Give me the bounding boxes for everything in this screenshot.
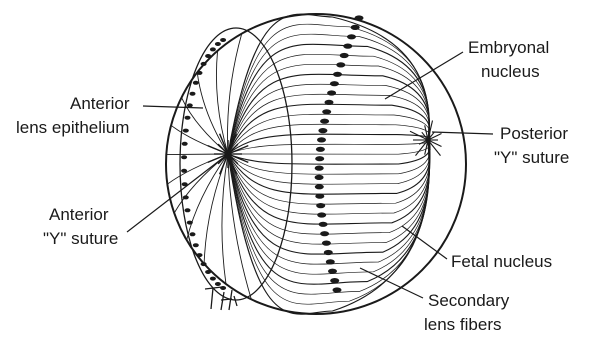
bow-nucleus (333, 287, 342, 292)
epithelium-cell (193, 81, 199, 85)
bow-nucleus (328, 269, 337, 274)
epithelium-cell (185, 116, 191, 120)
bow-nucleus (324, 250, 333, 255)
lens-fiber (228, 140, 430, 214)
epithelium-cell (201, 262, 207, 266)
leader-fetal-nucleus (402, 226, 447, 259)
bow-nucleus (336, 62, 345, 67)
epithelium-cell (197, 253, 203, 257)
bow-nucleus (320, 119, 329, 124)
bow-nucleus (330, 81, 339, 86)
epithelium-cell (193, 243, 199, 247)
epithelium-cell (187, 103, 193, 107)
lens-fiber (228, 140, 430, 154)
bow-nucleus (326, 259, 335, 264)
bow-nucleus (315, 184, 324, 189)
bow-nucleus (315, 194, 324, 199)
bow-nucleus (325, 100, 334, 105)
anterior-fiber (222, 154, 228, 284)
bow-nucleus (319, 222, 328, 227)
epithelium-cell (220, 38, 226, 42)
bow-nucleus (351, 25, 360, 30)
label-anterior-lens-epithelium: Anterior lens epithelium (16, 94, 134, 137)
lens-fiber (228, 44, 429, 154)
bow-nucleus (316, 147, 325, 152)
epithelium-cell (197, 71, 203, 75)
epithelium-cell (181, 155, 187, 159)
bow-nucleus (317, 137, 326, 142)
lens-fiber (228, 140, 430, 194)
labels: Embryonal nucleus Anterior lens epitheli… (16, 38, 573, 334)
bow-nucleus (316, 203, 325, 208)
label-embryonal-nucleus: Embryonal nucleus (468, 38, 554, 81)
epithelium-cell (185, 208, 191, 212)
posterior-y-suture-star (410, 121, 442, 156)
bow-nucleus (320, 231, 329, 236)
epithelium-cell (190, 232, 196, 236)
lens-fiber (228, 140, 430, 164)
bow-nucleus (322, 109, 331, 114)
epithelium-cell (183, 195, 189, 199)
bow-nucleus (322, 241, 331, 246)
bow-nucleus (317, 212, 326, 217)
epithelium-cell (181, 169, 187, 173)
epithelium-cell (201, 62, 207, 66)
epithelium-cell (205, 270, 211, 274)
lens-fiber (228, 140, 430, 224)
epithelium-cell (183, 129, 189, 133)
anterior-epithelium-edge (180, 28, 292, 300)
lens-fibers (166, 14, 430, 314)
bow-nucleus (333, 72, 342, 77)
epithelium-cell (182, 142, 188, 146)
artist-signature (205, 287, 237, 310)
bow-nucleus (315, 166, 324, 171)
epithelium-cell (190, 92, 196, 96)
bow-nucleus (347, 34, 356, 39)
label-fetal-nucleus: Fetal nucleus (451, 252, 552, 271)
bow-nucleus (330, 278, 339, 283)
bow-nucleus (355, 15, 364, 20)
epithelium-cell (187, 221, 193, 225)
bow-nucleus (318, 128, 327, 133)
epithelium-cell (210, 277, 216, 281)
label-posterior-y-suture: Posterior "Y" suture (494, 124, 573, 167)
lens-fiber (228, 140, 430, 154)
bow-nucleus (315, 156, 324, 161)
bow-nucleus (315, 175, 324, 180)
leader-anterior-lens-epithelium (143, 106, 203, 108)
bow-nucleus (327, 90, 336, 95)
anterior-fiber (204, 154, 228, 264)
lens-fiber (228, 140, 430, 174)
bow-nucleus (340, 53, 349, 58)
label-anterior-y-suture: Anterior "Y" suture (43, 205, 118, 248)
label-secondary-lens-fibers: Secondary lens fibers (424, 291, 514, 334)
lens-illustration (166, 14, 466, 314)
epithelium-cell (215, 282, 221, 286)
epithelium-cell (205, 54, 211, 58)
bow-nucleus (343, 44, 352, 49)
epithelium-cell (210, 47, 216, 51)
epithelium-cell (215, 42, 221, 46)
